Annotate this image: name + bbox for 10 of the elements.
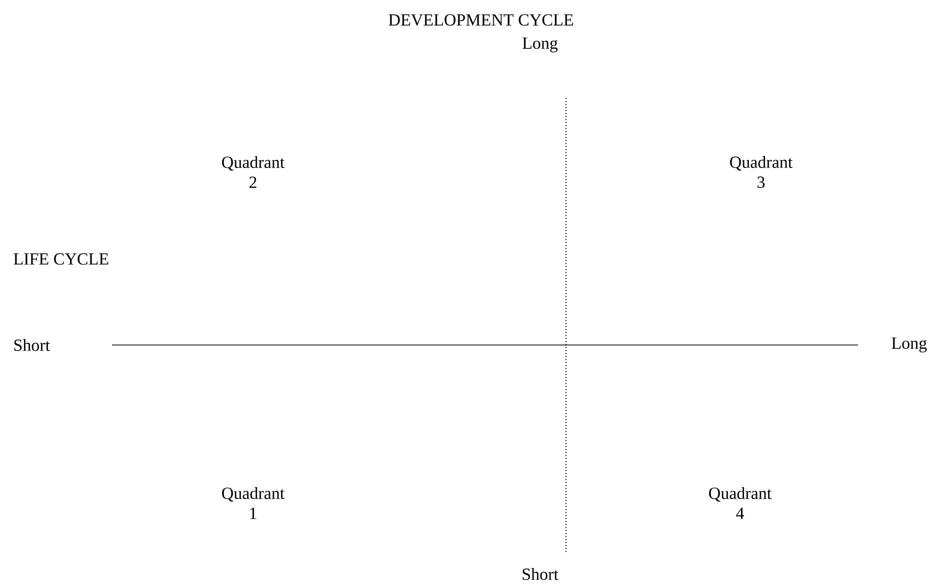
axis-title: LIFE CYCLE [14,253,108,265]
axis-end-label: Short [14,339,50,351]
quadrant-label: Quadrant 3 [730,156,793,188]
quadrant-label: Quadrant 4 [709,487,772,519]
axis-end-label: Short [522,568,558,580]
axis-title: DEVELOPMENT CYCLE [388,14,573,26]
quadrant-label: Quadrant 1 [222,487,285,519]
axis-end-label: Long [522,38,558,52]
axis-end-label: Long [892,338,927,352]
quadrant-label: Quadrant 2 [222,156,285,188]
